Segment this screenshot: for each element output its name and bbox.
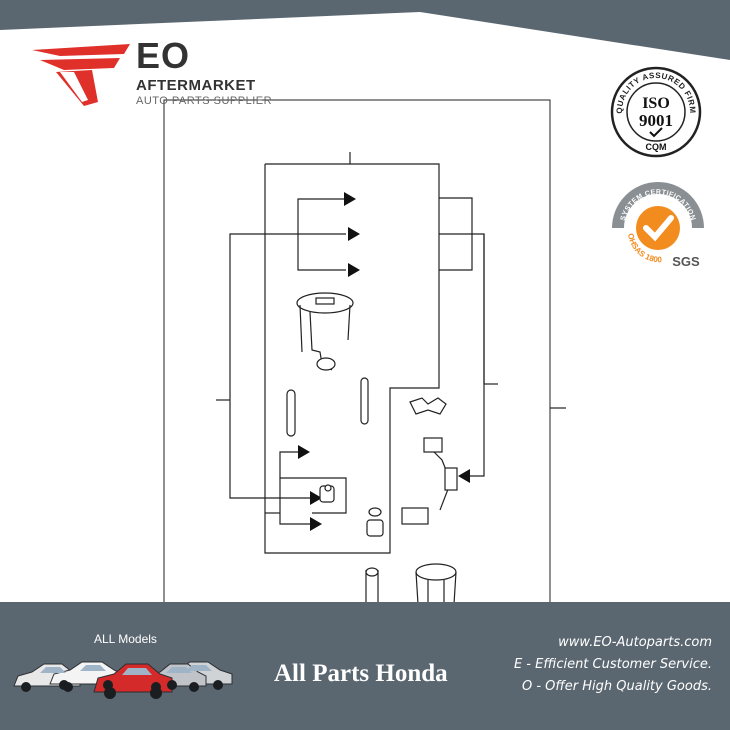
top-banner [0,0,730,60]
iso-standard: ISO [642,95,670,112]
brand-subtitle: AUTO PARTS SUPPLIER [136,95,273,107]
iso-body: CQM [646,142,667,152]
footer-title: All Parts Honda [274,660,448,687]
all-models-label: ALL Models [94,632,157,646]
brand-tagline: AFTERMARKET [136,77,256,94]
ohsas-sgs-seal-icon: SYSTEM CERTIFICATION OHSAS 18001 SGS [608,178,704,269]
tagline-offer: O - Offer High Quality Goods. [521,679,712,694]
fuel-pump-parts-diagram [163,99,566,610]
iso-9001-seal-icon: QUALITY ASSURED FIRM ISO 9001 CQM [610,66,702,158]
sgs-body: SGS [672,254,700,269]
website-link[interactable]: www.EO-Autoparts.com [558,635,712,650]
iso-number: 9001 [639,111,673,130]
eagle-wing-logo-icon [32,44,130,106]
footer-banner [0,602,730,730]
brand-name: EO [136,35,191,76]
tagline-efficient: E - Efficient Customer Service. [513,657,712,672]
footer-taglines: www.EO-Autoparts.com E - Efficient Custo… [514,632,712,698]
honda-car-lineup-icon [13,661,233,699]
